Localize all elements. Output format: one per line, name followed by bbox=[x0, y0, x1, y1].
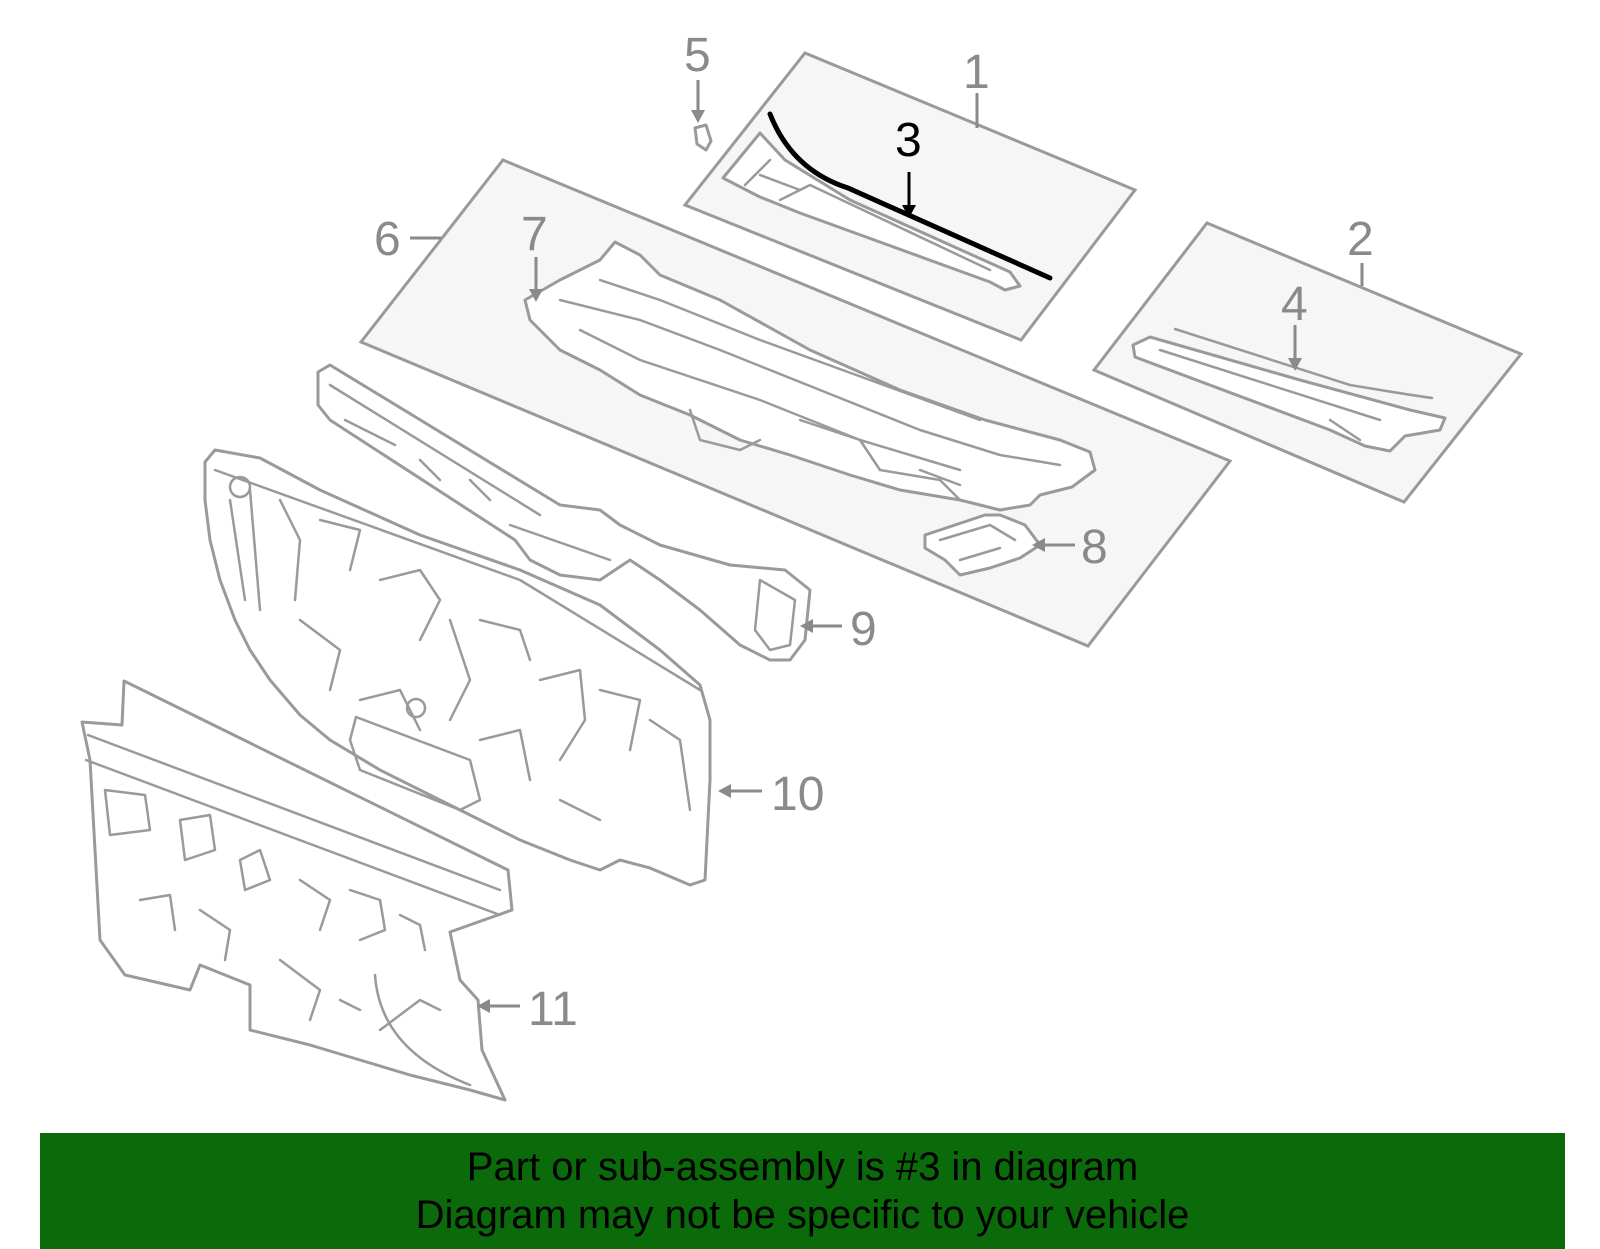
part-1-cowl-top-left[interactable] bbox=[721, 131, 1022, 292]
part-2-cowl-top-right[interactable] bbox=[1131, 335, 1447, 453]
part-10-dash-panel[interactable] bbox=[203, 448, 712, 887]
callout-10[interactable]: 10 bbox=[771, 768, 824, 821]
info-banner: Part or sub-assembly is #3 in diagram Di… bbox=[40, 1133, 1565, 1249]
banner-line-1: Part or sub-assembly is #3 in diagram bbox=[466, 1145, 1139, 1189]
banner-line-2: Diagram may not be specific to your vehi… bbox=[415, 1193, 1190, 1237]
arrow-5 bbox=[691, 110, 705, 123]
callout-11[interactable]: 11 bbox=[528, 983, 578, 1036]
arrow-8 bbox=[1032, 538, 1045, 552]
part-5-clip[interactable] bbox=[693, 123, 713, 152]
part-3-seal[interactable] bbox=[767, 111, 1053, 281]
parts-diagram: 1 3 5 2 4 6 7 8 9 10 11 bbox=[80, 29, 1524, 1102]
callout-4[interactable]: 4 bbox=[1281, 278, 1308, 331]
arrow-3 bbox=[902, 205, 916, 218]
part-4-seal[interactable] bbox=[1173, 327, 1434, 400]
arrow-4 bbox=[1288, 358, 1302, 371]
callout-5[interactable]: 5 bbox=[684, 29, 711, 82]
part-7-cowl-panel[interactable] bbox=[523, 240, 1097, 512]
callout-3[interactable]: 3 bbox=[895, 114, 922, 167]
arrow-11 bbox=[477, 999, 490, 1013]
arrow-7 bbox=[529, 289, 543, 302]
callout-1[interactable]: 1 bbox=[963, 46, 990, 99]
callout-8[interactable]: 8 bbox=[1081, 521, 1108, 574]
callout-9[interactable]: 9 bbox=[850, 603, 877, 656]
callout-6[interactable]: 6 bbox=[374, 213, 401, 266]
arrow-9 bbox=[800, 619, 813, 633]
callout-2[interactable]: 2 bbox=[1347, 213, 1374, 266]
part-11-lower-dash[interactable] bbox=[80, 679, 514, 1102]
arrow-10 bbox=[718, 784, 731, 798]
part-9-cowl-brace[interactable] bbox=[316, 363, 812, 662]
part-8-bracket[interactable] bbox=[923, 513, 1042, 577]
callout-7[interactable]: 7 bbox=[521, 208, 548, 261]
